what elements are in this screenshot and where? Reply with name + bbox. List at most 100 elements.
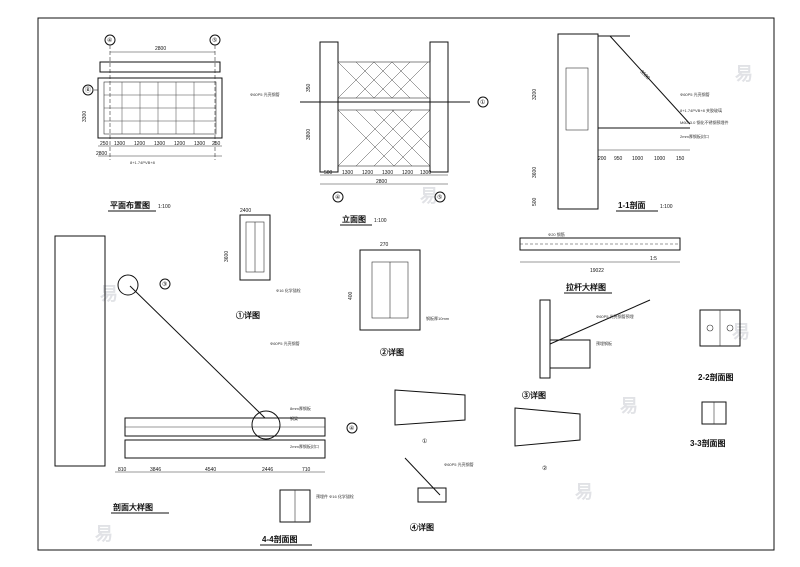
section-note-1: Φ60P5 光亮钢管	[270, 340, 300, 346]
tie-total-dim: 19022	[590, 268, 604, 274]
elev-dim-4: 1200	[402, 170, 413, 176]
sec-note-4: 2mm厚钢板封口	[680, 133, 709, 139]
elev-dim-0: 500	[324, 170, 333, 176]
section-dim-4: 710	[302, 467, 311, 473]
svg-text:易: 易	[620, 396, 638, 416]
sec-height-dim: 3200	[532, 89, 538, 100]
axis-5-plan: ⑤	[212, 37, 217, 44]
plan-top-dim: 2800	[155, 46, 166, 52]
plan-view: ④ ⑤ 2800 Ⓑ 3300 250 1300 1200 1300 1200 …	[82, 34, 223, 212]
detail-1-title: ①详图	[236, 310, 260, 320]
elev-dim-3: 1300	[382, 170, 393, 176]
marker-1: ①	[422, 438, 427, 445]
detail-4-title: ④详图	[410, 522, 434, 532]
tie-rod-title: 拉杆大样图	[566, 282, 606, 292]
detail2-width: 270	[380, 242, 389, 248]
sec-left-dim-0: 3600	[532, 167, 538, 178]
elev-left-dim-0: 350	[306, 83, 312, 92]
elev-total-dim: 2800	[376, 179, 387, 185]
section-dim-1: 3846	[150, 467, 161, 473]
section-note-4: 2mm厚钢板封口	[290, 443, 319, 449]
section-dim-3: 2446	[262, 467, 273, 473]
plan-dim-6: 250	[212, 141, 221, 147]
sec-dim-1: 950	[614, 156, 623, 162]
plan-dim-2: 1200	[134, 141, 145, 147]
marker-details: ① ②	[394, 389, 581, 472]
axis-4-plan: ④	[107, 37, 112, 44]
detail3-note-1: Φ60P5 光亮钢管预埋	[596, 313, 634, 319]
section-4-4-title: 4-4剖面图	[262, 534, 298, 544]
sec-note-2: 8+1.74PVB+8 夹胶玻璃	[680, 107, 722, 113]
axis-1-elev: ①	[480, 99, 485, 106]
detail-3: Φ60P5 光亮钢管预埋 预埋钢板 ③详图	[522, 299, 651, 400]
section-2-2-title: 2-2剖面图	[698, 372, 734, 382]
plan-dim-4: 1200	[174, 141, 185, 147]
detail2-note: 钢板厚10mm	[426, 315, 450, 321]
section-dim-0: 810	[118, 467, 127, 473]
plan-dim-0: 250	[100, 141, 109, 147]
plan-dim-3: 1300	[154, 141, 165, 147]
marker-2: ②	[542, 465, 547, 472]
detail3-note-2: 预埋钢板	[596, 340, 612, 346]
sec-dim-0: 200	[598, 156, 607, 162]
section-detail-large: ③ ④ Φ60P5 光亮钢管 8mm厚钢板 钢梁 2mm厚钢板封口 810 38…	[54, 235, 358, 514]
section-1-1-title: 1-1剖面	[618, 200, 646, 210]
sec-note-3: M60x3.0 钢化不锈钢预埋件	[680, 119, 728, 125]
elev-dim-5: 1300	[420, 170, 431, 176]
section-dim-2: 4540	[205, 467, 216, 473]
elev-note-1: Φ60P5 光亮钢管	[250, 91, 280, 97]
section-4-4: 预埋件 Φ16 化学锚栓 4-4剖面图	[260, 489, 354, 546]
svg-text:易: 易	[575, 482, 593, 502]
detail-3-title: ③详图	[522, 390, 546, 400]
svg-text:易: 易	[100, 284, 118, 304]
section-1-1-scale: 1:100	[660, 204, 673, 210]
plan-title: 平面布置图	[110, 200, 150, 210]
sec-note-1: Φ60P5 光亮钢管	[680, 91, 710, 97]
section-note-3: 钢梁	[290, 415, 298, 421]
tie-rod-detail: Φ20 钢筋 19022 1:5 拉杆大样图	[519, 231, 681, 294]
plan-total-dim: 2800	[96, 151, 107, 157]
axis-3-section: ③	[162, 281, 167, 288]
elev-dim-1: 1300	[342, 170, 353, 176]
section-detail-title: 剖面大样图	[113, 502, 153, 512]
svg-text:易: 易	[732, 322, 750, 342]
svg-text:易: 易	[735, 64, 753, 84]
detail1-note: Φ16 化学锚栓	[276, 287, 301, 293]
axis-B: Ⓑ	[85, 86, 91, 94]
elev-dim-2: 1200	[362, 170, 373, 176]
section-1-1: 3500 Φ60P5 光亮钢管 8+1.74PVB+8 夹胶玻璃 M60x3.0…	[532, 33, 728, 212]
detail4-note: Φ60P5 光亮钢管	[444, 461, 474, 467]
detail-2-title: ②详图	[380, 347, 404, 357]
detail-2: 270 400 钢板厚10mm ②详图	[348, 242, 450, 357]
sec-dim-3: 1000	[654, 156, 665, 162]
plan-glass-note: 8+1.74PVB+8	[130, 160, 156, 165]
elevation-view: ① 350 3800 Φ60P5 光亮钢管 500 1300 1200 1300…	[250, 41, 489, 226]
section-note-2: 8mm厚钢板	[290, 405, 311, 411]
section-3-3: 3-3剖面图	[690, 401, 727, 448]
tie-note: Φ20 钢筋	[548, 231, 565, 237]
sec-left-dim-1: 500	[532, 197, 538, 206]
detail-4: Φ60P5 光亮钢管 ④详图	[404, 457, 474, 532]
axis-4-section: ④	[349, 425, 354, 432]
elev-left-dim-1: 3800	[306, 129, 312, 140]
plan-left-dim: 3300	[82, 111, 88, 122]
detail1-width: 2400	[240, 208, 251, 214]
axis-4-elev: ④	[335, 194, 340, 201]
plan-scale: 1:100	[158, 204, 171, 210]
detail1-height: 3600	[224, 251, 230, 262]
svg-text:易: 易	[420, 186, 438, 206]
plan-dim-1: 1300	[114, 141, 125, 147]
section-2-2: 2-2剖面图	[698, 309, 741, 382]
axis-5-elev: ⑤	[437, 194, 442, 201]
detail-1: 2400 3600 Φ16 化学锚栓 ①详图	[224, 208, 301, 320]
tie-mid-dim: 1:5	[650, 256, 657, 262]
elevation-scale: 1:100	[374, 218, 387, 224]
plan-dim-5: 1300	[194, 141, 205, 147]
detail2-height: 400	[348, 291, 354, 300]
watermarks: 易 易 易 易 易 易 易	[95, 64, 753, 544]
elevation-title: 立面图	[342, 214, 366, 224]
sec-dim-4: 150	[676, 156, 685, 162]
svg-text:易: 易	[95, 524, 113, 544]
